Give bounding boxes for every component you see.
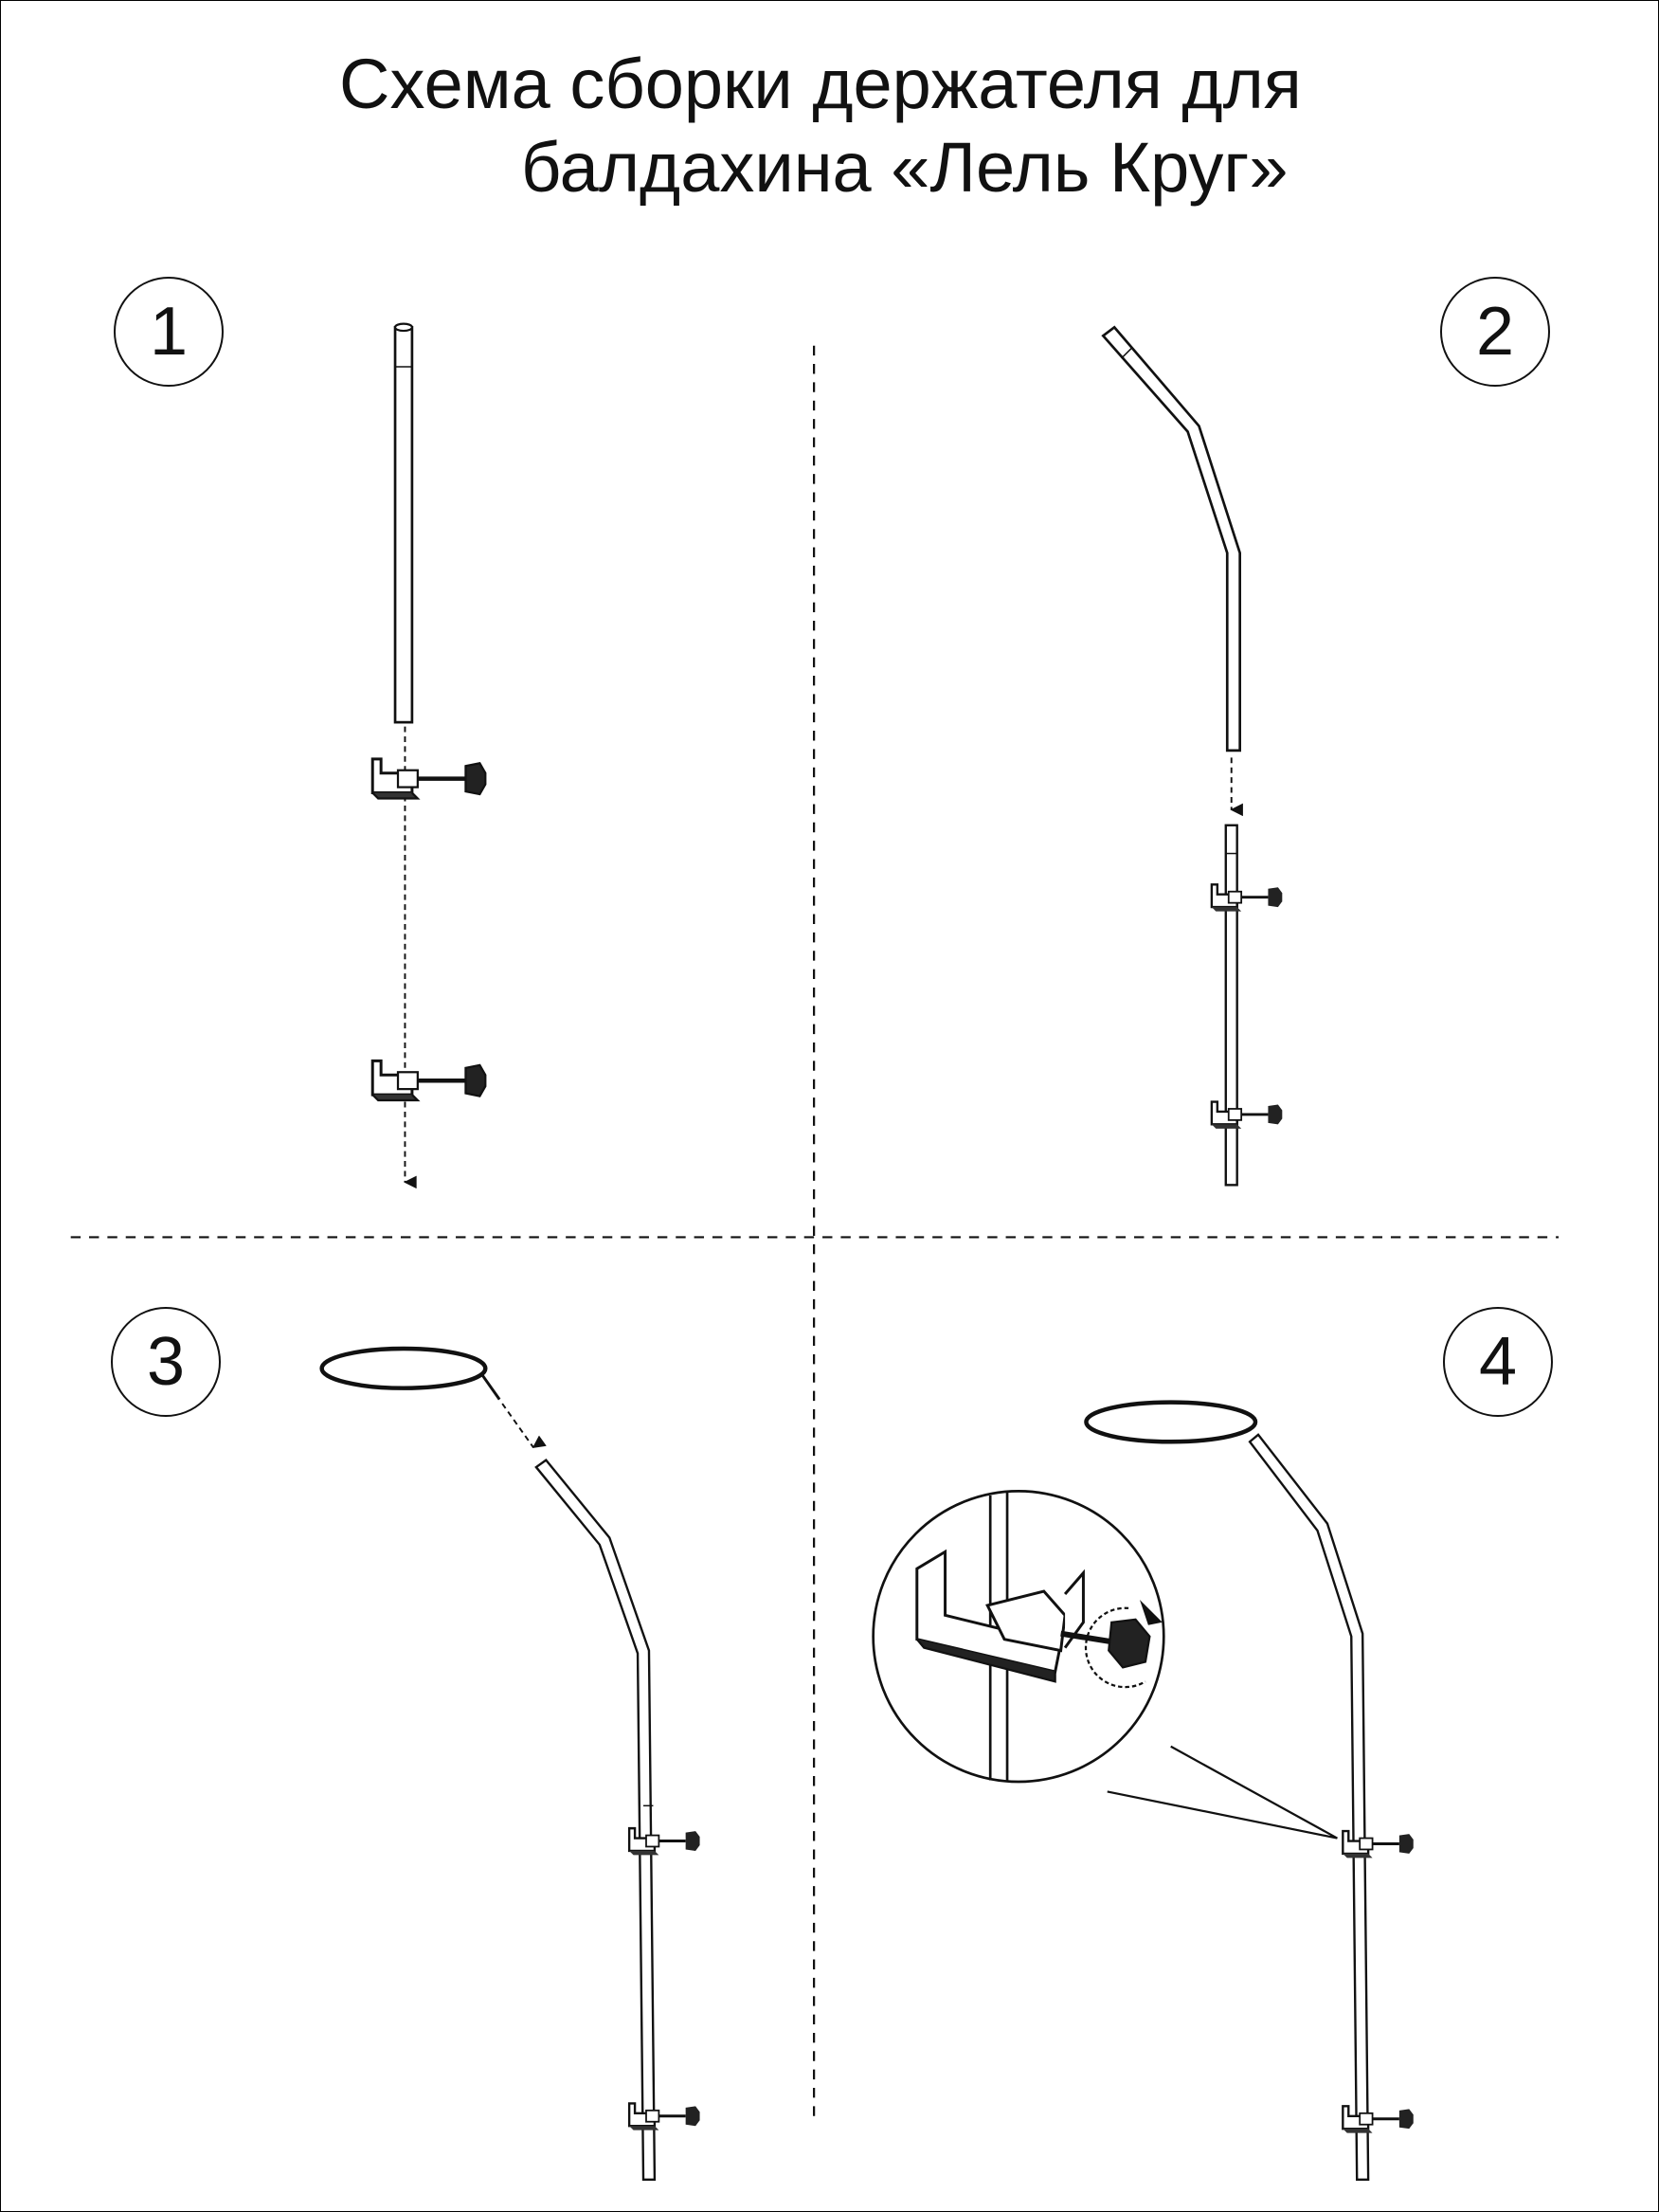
step-number-1: 1 (114, 277, 224, 387)
step-number-3: 3 (111, 1307, 221, 1417)
canopy-ring (319, 1346, 488, 1390)
clamp (372, 759, 485, 799)
step3-illustration (319, 1346, 702, 2181)
bent-tube (1101, 325, 1241, 752)
canopy-ring (1084, 1400, 1258, 1444)
rotation-arrow-icon (1084, 1606, 1146, 1689)
step1-illustration (372, 322, 485, 1189)
clamp (1210, 1100, 1284, 1131)
page-title-line2: балдахина «Лель Круг» (521, 128, 1289, 207)
detail-callout-tail (1107, 1745, 1338, 1840)
pole (393, 325, 414, 724)
page-title-line1: Схема сборки держателя для (339, 45, 1302, 123)
clamp (1341, 2104, 1416, 2135)
step-number-4: 4 (1443, 1307, 1553, 1417)
clamp (627, 2101, 702, 2132)
insertion-arrow (501, 1403, 547, 1449)
bent-tube (534, 1459, 657, 2181)
clamp (1210, 882, 1284, 914)
step2-illustration (1101, 325, 1284, 1187)
detail-clamp-zoom (915, 1492, 1163, 1781)
pole (1224, 824, 1238, 1187)
step4-illustration (872, 1400, 1416, 2181)
step-number-2: 2 (1440, 277, 1550, 387)
clamp (372, 1061, 485, 1100)
bent-tube (1248, 1433, 1370, 2181)
